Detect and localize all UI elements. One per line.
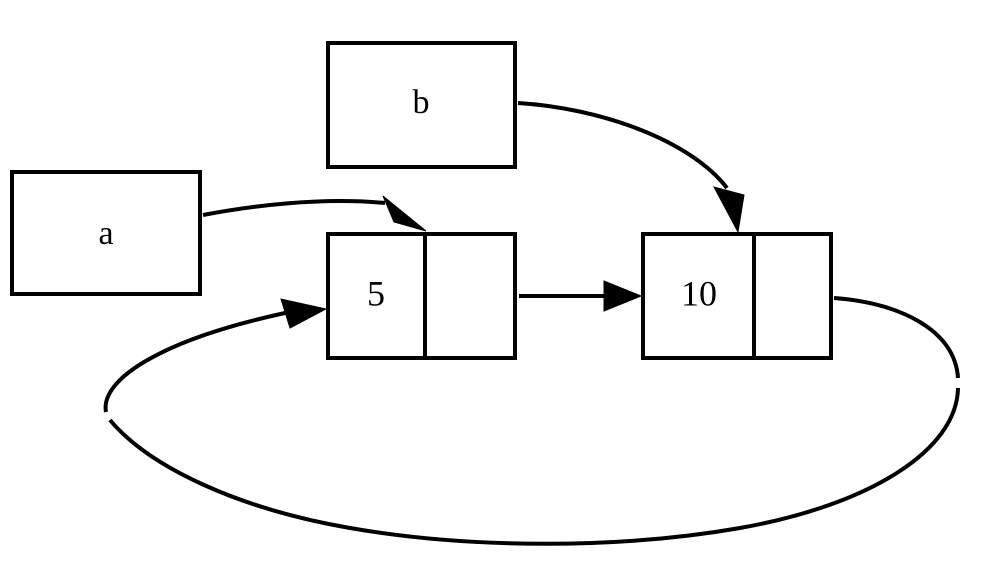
- edge-node5-to-node10-arrowhead: [603, 280, 643, 312]
- variable-node-b-box[interactable]: [326, 41, 517, 169]
- variable-node-b-label: b: [413, 84, 430, 121]
- list-node-10-value: 10: [681, 273, 717, 313]
- edge-node10-to-node5-path-2: [108, 387, 960, 546]
- variable-node-a-box[interactable]: [10, 170, 202, 296]
- edge-b-to-node10-path: [517, 101, 729, 190]
- edge-a-to-node5-path: [202, 199, 386, 217]
- variable-node-b[interactable]: b: [326, 41, 517, 169]
- edge-node5-to-node10: [519, 280, 643, 312]
- edge-node10-to-node5-arrowhead: [280, 298, 328, 329]
- edge-b-to-node10-arrowhead: [713, 186, 745, 234]
- edge-node10-to-node5: [103, 296, 960, 546]
- edge-b-to-node10: [517, 101, 745, 234]
- list-node-5-box[interactable]: [326, 232, 517, 360]
- variable-node-a-label: a: [98, 215, 113, 252]
- list-node-10-box[interactable]: [641, 232, 833, 360]
- list-node-5[interactable]: 5: [326, 232, 517, 360]
- list-node-10[interactable]: 10: [641, 232, 833, 360]
- variable-node-a[interactable]: a: [10, 170, 202, 296]
- edge-node10-to-node5-path: [833, 296, 960, 379]
- list-node-5-value: 5: [367, 273, 385, 313]
- edge-a-to-node5-arrowhead: [382, 195, 427, 232]
- edge-node10-to-node5-path-3: [103, 311, 286, 413]
- edge-a-to-node5: [202, 195, 427, 232]
